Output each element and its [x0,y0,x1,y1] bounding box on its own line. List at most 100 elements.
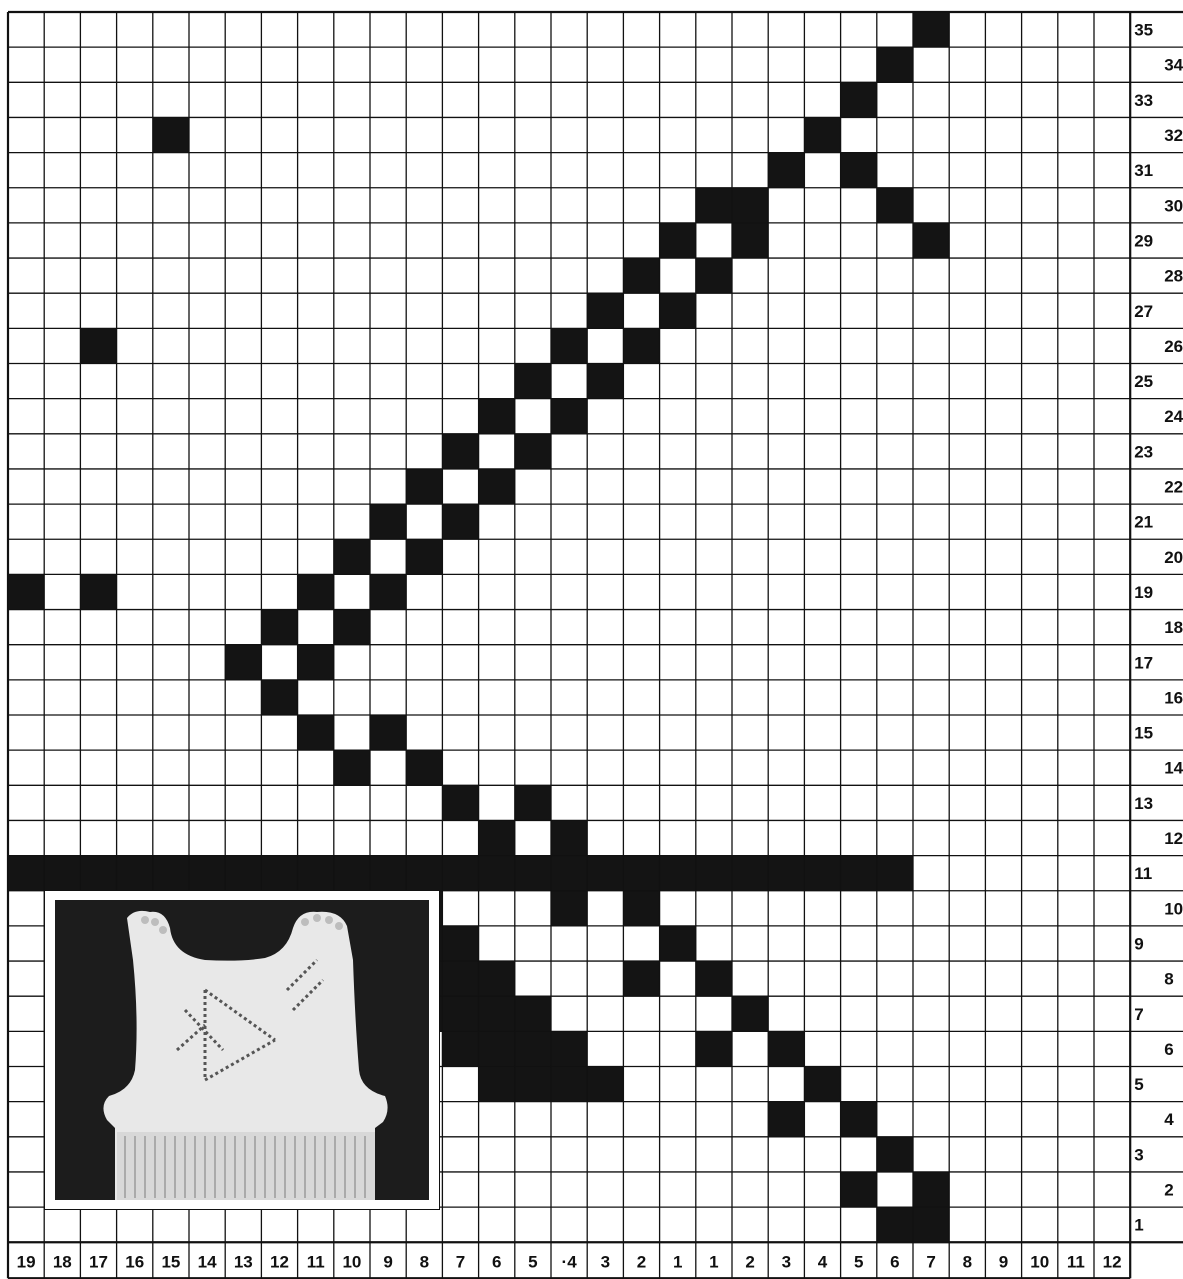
filled-cell [334,539,370,574]
row-label: 28 [1164,267,1183,286]
filled-cell [298,645,334,680]
row-label: 12 [1164,829,1183,848]
row-label: 16 [1164,688,1183,707]
column-label: 13 [234,1252,253,1271]
filled-cell [8,574,44,609]
row-label: 15 [1134,724,1153,743]
filled-cell [370,715,406,750]
filled-cell [841,82,877,117]
filled-cell [732,223,768,258]
filled-cell [261,610,297,645]
filled-cell [225,645,261,680]
row-label: 22 [1164,478,1183,497]
filled-cell [804,117,840,152]
filled-cell [406,856,442,891]
filled-cell [479,1031,515,1066]
filled-cell [551,820,587,855]
row-label: 20 [1164,548,1183,567]
row-label: 34 [1164,56,1183,75]
filled-cell [551,399,587,434]
filled-cell [587,856,623,891]
column-label: 1 [673,1252,682,1271]
filled-cell [732,856,768,891]
column-label: 17 [89,1252,108,1271]
filled-cell [515,364,551,399]
filled-cell [515,1031,551,1066]
column-label: 15 [161,1252,180,1271]
filled-cell [841,153,877,188]
row-label: 19 [1134,583,1153,602]
filled-cell [623,961,659,996]
filled-cell [479,961,515,996]
column-label: 12 [270,1252,289,1271]
filled-cell [841,1102,877,1137]
column-label: 8 [420,1252,429,1271]
column-label: 6 [890,1252,899,1271]
filled-cell [479,820,515,855]
filled-cell [877,47,913,82]
filled-cell [515,785,551,820]
filled-cell [479,399,515,434]
filled-cell [913,1172,949,1207]
filled-cell [623,328,659,363]
row-label: 32 [1164,126,1183,145]
column-label: 4 [818,1252,828,1271]
filled-cell [660,856,696,891]
filled-cell [804,1067,840,1102]
filled-cell [479,996,515,1031]
filled-cell [261,680,297,715]
filled-cell [442,996,478,1031]
filled-cell [515,996,551,1031]
column-label: 18 [53,1252,72,1271]
vest-photo-inset [44,890,440,1210]
filled-cell [768,153,804,188]
row-label: 23 [1134,442,1153,461]
row-label: 10 [1164,899,1183,918]
filled-cell [768,856,804,891]
row-label: 1 [1134,1216,1143,1235]
filled-cell [406,539,442,574]
row-label: 24 [1164,407,1183,426]
filled-cell [696,1031,732,1066]
row-label: 2 [1164,1181,1173,1200]
row-label: 7 [1134,1005,1143,1024]
row-label: 17 [1134,653,1153,672]
column-label: 5 [528,1252,537,1271]
row-label: 4 [1164,1110,1174,1129]
row-label: 30 [1164,196,1183,215]
column-label: 14 [198,1252,217,1271]
filled-cell [623,856,659,891]
filled-cell [587,1067,623,1102]
column-label: 11 [307,1252,325,1271]
filled-cell [841,856,877,891]
column-label: 3 [601,1252,610,1271]
row-label: 6 [1164,1040,1173,1059]
filled-cell [551,856,587,891]
column-label: ·4 [562,1252,578,1271]
column-label: 6 [492,1252,501,1271]
column-label: 9 [383,1252,392,1271]
filled-cell [551,891,587,926]
filled-cell [913,12,949,47]
knitted-vest-photo-icon [55,900,429,1200]
row-label: 33 [1134,91,1153,110]
filled-cell [623,891,659,926]
filled-cell [80,328,116,363]
filled-cell [696,856,732,891]
filled-cell [913,1207,949,1242]
row-label: 21 [1134,513,1153,532]
filled-cell [696,258,732,293]
filled-cell [768,1102,804,1137]
filled-cell [877,1207,913,1242]
filled-cell [660,926,696,961]
filled-cell [298,574,334,609]
row-label: 31 [1134,161,1153,180]
filled-cell [80,574,116,609]
column-label: 5 [854,1252,863,1271]
filled-cell [334,856,370,891]
filled-cell [370,856,406,891]
filled-cell [768,1031,804,1066]
filled-cell [479,469,515,504]
column-label: 11 [1067,1252,1085,1271]
filled-cell [44,856,80,891]
